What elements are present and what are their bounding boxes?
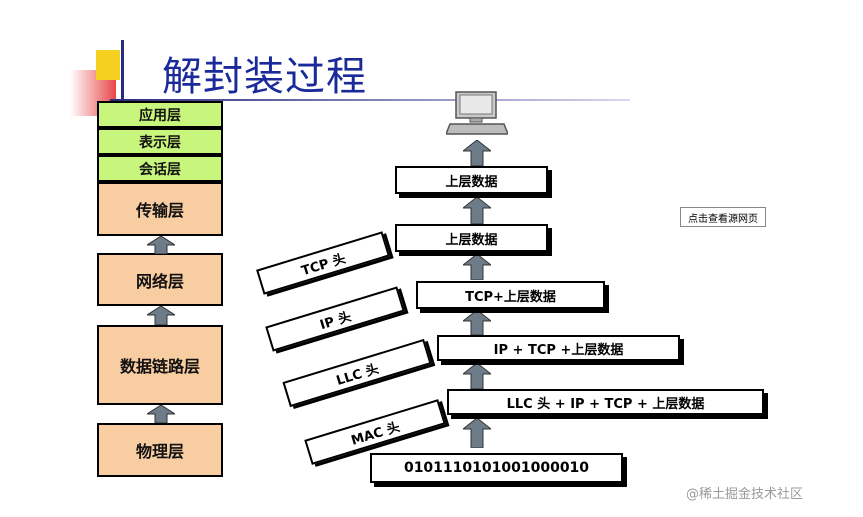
tcp-header-tag: TCP 头 [256, 231, 390, 295]
page-title: 解封装过程 [162, 54, 367, 100]
llc-header-tag: LLC 头 [282, 338, 432, 408]
up-arrow-icon [463, 197, 491, 224]
title-decoration-yellow [96, 50, 120, 80]
bit-stream-box: 0101110101001000010 [370, 453, 623, 483]
title-decoration-bar [121, 40, 124, 110]
tcp-segment-box: TCP+上层数据 [416, 281, 605, 309]
up-arrow-icon [463, 310, 491, 335]
up-arrow-icon [463, 254, 491, 280]
view-source-button[interactable]: 点击查看源网页 [680, 207, 766, 227]
watermark: @稀土掘金技术社区 [686, 487, 804, 502]
layer-network: 网络层 [97, 253, 223, 306]
upper-data-box: 上层数据 [395, 166, 548, 194]
up-arrow-icon [463, 363, 491, 389]
up-arrow-icon [463, 140, 491, 166]
layer-physical: 物理层 [97, 423, 223, 477]
title-underline [110, 99, 630, 101]
up-arrow-icon [147, 236, 175, 254]
up-arrow-icon [147, 306, 175, 325]
layer-transport: 传输层 [97, 182, 223, 236]
llc-frame-box: LLC 头 + IP + TCP + 上层数据 [447, 389, 764, 415]
ip-header-tag: IP 头 [265, 286, 405, 352]
layer-presentation: 表示层 [97, 128, 223, 155]
ip-packet-box: IP + TCP +上层数据 [437, 335, 680, 361]
layer-data-link: 数据链路层 [97, 325, 223, 405]
layer-session: 会话层 [97, 155, 223, 182]
upper-data-box: 上层数据 [395, 224, 548, 252]
layer-application: 应用层 [97, 101, 223, 128]
computer-icon [446, 91, 508, 135]
up-arrow-icon [463, 418, 491, 448]
up-arrow-icon [147, 405, 175, 423]
